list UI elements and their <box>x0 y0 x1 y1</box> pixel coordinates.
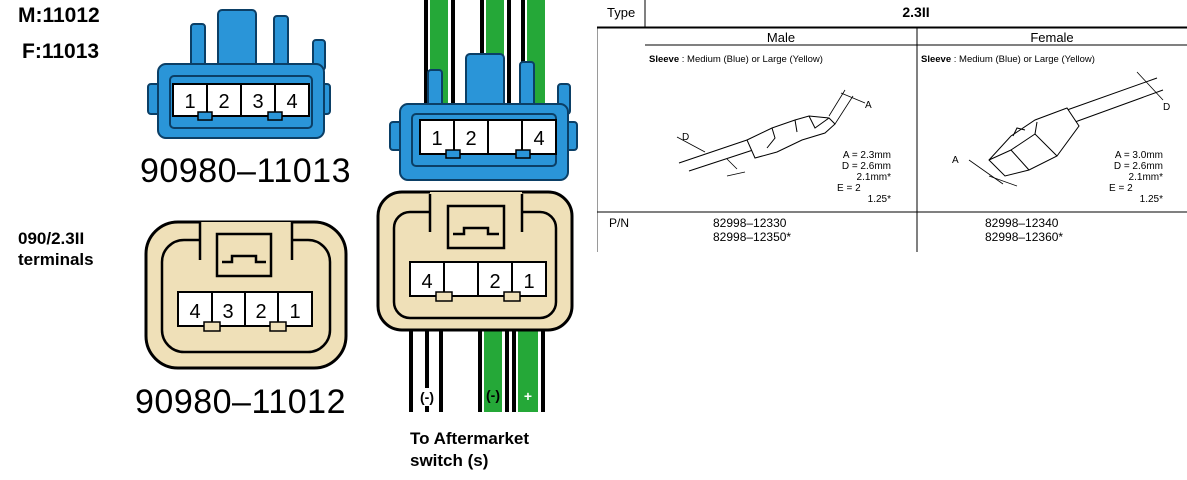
spec-table-grid: A D A D <box>597 0 1187 252</box>
blue-right-pin-2: 2 <box>465 128 476 150</box>
male-part-label: M:11012 <box>18 4 100 27</box>
tan-right-pin-2: 2 <box>489 271 500 293</box>
tan-connector-left: 4 3 2 1 <box>144 220 348 370</box>
female-dim-a: A = 3.0mm <box>1114 150 1163 161</box>
blue-left-pin-1: 1 <box>184 91 195 113</box>
blue-left-pin-3: 3 <box>252 91 263 113</box>
female-pn-2: 82998–12360* <box>985 230 1064 244</box>
male-sleeve-note: Sleeve : Medium (Blue) or Large (Yellow) <box>649 54 823 65</box>
wire-label-neg-1: (-) <box>420 389 434 405</box>
male-column-header: Male <box>766 30 796 45</box>
part-number-top: 90980–11013 <box>140 152 351 190</box>
blue-right-pin-1: 1 <box>431 128 442 150</box>
female-dimensions: A = 3.0mm D = 2.6mm 2.1mm* E = 2 1.25* <box>1107 150 1163 205</box>
blue-connector-left: 1 2 3 4 <box>147 9 331 139</box>
female-part-label: F:11013 <box>22 40 100 63</box>
female-sleeve-label: Sleeve <box>921 54 952 65</box>
tan-left-pin-4: 4 <box>189 301 200 323</box>
type-value: 2.3II <box>902 4 930 20</box>
female-terminal-drawing <box>968 71 1164 187</box>
male-callout-a: A <box>865 100 872 111</box>
female-dim-e: E = 2 <box>1109 183 1133 194</box>
aftermarket-label-line2: switch (s) <box>410 451 489 470</box>
female-pn-1: 82998–12340 <box>985 216 1059 230</box>
tan-connector-right: 4 2 1 <box>376 190 574 332</box>
female-column-header: Female <box>1030 30 1074 45</box>
blue-left-pin-4: 4 <box>286 91 297 113</box>
female-dim-d: D = 2.6mm <box>1113 161 1163 172</box>
male-callout-d: D <box>682 132 689 143</box>
part-number-bottom: 90980–11012 <box>135 383 346 421</box>
male-dim-a: A = 2.3mm <box>842 150 891 161</box>
connector-diagram: 1 2 3 4 1 2 4 4 <box>144 0 578 412</box>
tan-right-pin-4: 4 <box>421 271 432 293</box>
pn-label: P/N <box>609 216 630 230</box>
male-dim-e: E = 2 <box>837 183 861 194</box>
male-dim-d: D = 2.6mm <box>841 161 891 172</box>
male-dimensions: A = 2.3mm D = 2.6mm 2.1mm* E = 2 1.25* <box>835 150 891 205</box>
tan-left-pin-3: 3 <box>222 301 233 323</box>
blue-connector-right: 1 2 4 <box>389 53 578 181</box>
male-dim-e-alt: 1.25* <box>867 194 891 205</box>
terminals-label-line1: 090/2.3II <box>18 229 85 248</box>
aftermarket-label-line1: To Aftermarket <box>410 429 530 448</box>
terminals-label-line2: terminals <box>18 250 94 269</box>
female-dim-e-alt: 1.25* <box>1139 194 1163 205</box>
male-pn-1: 82998–12330 <box>713 216 787 230</box>
tan-left-pin-1: 1 <box>289 301 300 323</box>
female-callout-a: A <box>952 155 959 166</box>
male-sleeve-text: : Medium (Blue) or Large (Yellow) <box>679 54 823 65</box>
female-sleeve-note: Sleeve : Medium (Blue) or Large (Yellow) <box>921 54 1095 65</box>
type-header: Type <box>607 5 636 20</box>
wire-label-neg-2: (-) <box>486 387 500 403</box>
male-dim-d-alt: 2.1mm* <box>856 172 891 183</box>
blue-left-pin-2: 2 <box>218 91 229 113</box>
aftermarket-label: To Aftermarket switch (s) <box>410 428 529 472</box>
male-sleeve-label: Sleeve <box>649 54 680 65</box>
male-terminal-drawing <box>676 89 866 177</box>
female-part-numbers: 82998–12340 82998–12360* <box>985 216 1063 244</box>
female-sleeve-text: : Medium (Blue) or Large (Yellow) <box>951 54 1095 65</box>
male-part-numbers: 82998–12330 82998–12350* <box>713 216 791 244</box>
female-dim-d-alt: 2.1mm* <box>1128 172 1163 183</box>
female-callout-d: D <box>1163 102 1170 113</box>
terminal-spec-table: A D A D Type 2.3II Male Female Sleeve : … <box>597 0 1187 252</box>
blue-right-pin-4: 4 <box>533 128 544 150</box>
terminals-label: 090/2.3II terminals <box>18 228 94 270</box>
tan-right-pin-1: 1 <box>523 271 534 293</box>
wire-label-pos: + <box>524 388 532 404</box>
tan-left-pin-2: 2 <box>255 301 266 323</box>
male-pn-2: 82998–12350* <box>713 230 792 244</box>
